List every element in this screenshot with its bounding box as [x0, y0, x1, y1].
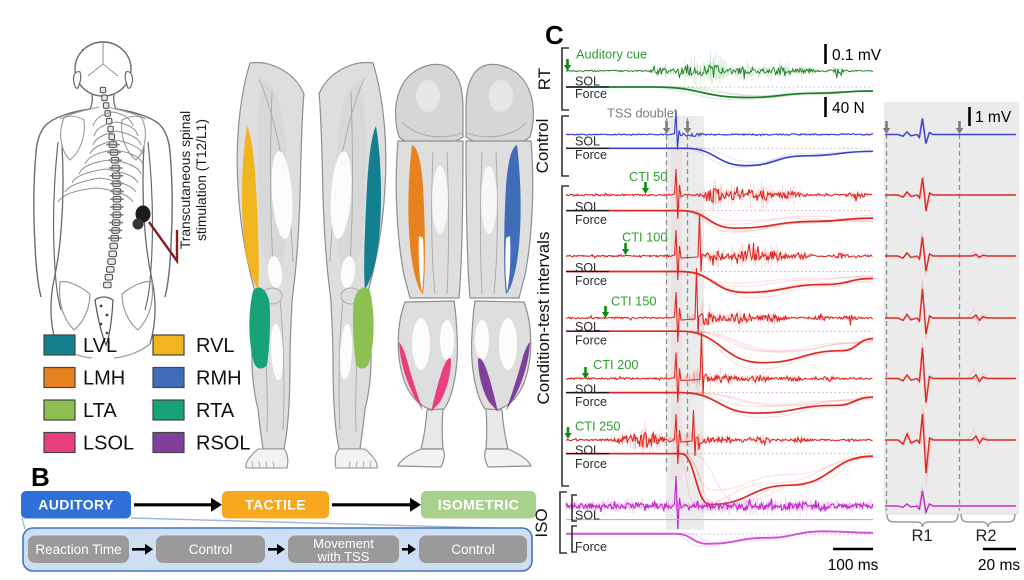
svg-text:LVL: LVL — [83, 335, 117, 357]
svg-text:SOL: SOL — [575, 200, 600, 214]
svg-text:Force: Force — [575, 274, 607, 288]
svg-text:Control: Control — [189, 542, 233, 557]
svg-text:Transcutaneous spinal: Transcutaneous spinal — [178, 111, 193, 249]
svg-text:RT: RT — [535, 68, 554, 90]
svg-text:SOL: SOL — [575, 75, 600, 89]
svg-text:RTA: RTA — [196, 400, 235, 422]
svg-text:RSOL: RSOL — [196, 433, 250, 455]
svg-text:R2: R2 — [975, 527, 996, 545]
svg-text:AUDITORY: AUDITORY — [38, 497, 114, 513]
svg-text:SOL: SOL — [575, 261, 600, 275]
svg-text:with TSS: with TSS — [317, 549, 370, 564]
svg-text:Force: Force — [575, 87, 607, 101]
svg-text:Force: Force — [575, 395, 607, 409]
svg-text:R1: R1 — [911, 527, 932, 545]
svg-text:Auditory cue: Auditory cue — [576, 47, 647, 62]
svg-text:C: C — [545, 20, 564, 50]
svg-text:Control: Control — [451, 542, 495, 557]
svg-text:LSOL: LSOL — [83, 433, 134, 455]
svg-text:Force: Force — [575, 334, 607, 348]
svg-text:ISO: ISO — [532, 508, 551, 537]
svg-text:Control: Control — [533, 119, 552, 174]
svg-text:Force: Force — [575, 457, 607, 471]
svg-text:40 N: 40 N — [832, 100, 865, 117]
svg-text:Force: Force — [575, 540, 607, 554]
svg-text:Force: Force — [575, 213, 607, 227]
svg-text:TACTILE: TACTILE — [245, 497, 306, 513]
svg-text:1 mV: 1 mV — [975, 109, 1012, 126]
svg-text:CTI 150: CTI 150 — [611, 294, 657, 309]
svg-text:SOL: SOL — [575, 444, 600, 458]
svg-text:20 ms: 20 ms — [978, 557, 1020, 574]
svg-text:100 ms: 100 ms — [828, 557, 879, 574]
svg-text:RVL: RVL — [196, 335, 235, 357]
svg-text:SOL: SOL — [575, 509, 600, 523]
svg-text:CTI 50: CTI 50 — [629, 169, 667, 184]
svg-text:ISOMETRIC: ISOMETRIC — [438, 497, 519, 513]
svg-text:LMH: LMH — [83, 368, 125, 390]
svg-text:Condition-test intervals: Condition-test intervals — [534, 232, 553, 405]
svg-text:Movement: Movement — [313, 536, 374, 551]
svg-text:B: B — [31, 462, 50, 492]
svg-text:TSS doublet: TSS doublet — [607, 106, 678, 121]
svg-text:Force: Force — [575, 148, 607, 162]
svg-text:SOL: SOL — [575, 320, 600, 334]
svg-text:LTA: LTA — [83, 400, 117, 422]
svg-text:CTI 100: CTI 100 — [622, 230, 668, 245]
svg-text:CTI 250: CTI 250 — [575, 419, 621, 434]
svg-text:RMH: RMH — [196, 368, 242, 390]
svg-text:SOL: SOL — [575, 135, 600, 149]
svg-text:CTI 200: CTI 200 — [593, 357, 639, 372]
svg-text:Reaction Time: Reaction Time — [35, 542, 121, 557]
svg-text:stimulation (T12/L1): stimulation (T12/L1) — [194, 119, 209, 241]
svg-text:0.1 mV: 0.1 mV — [832, 47, 882, 64]
